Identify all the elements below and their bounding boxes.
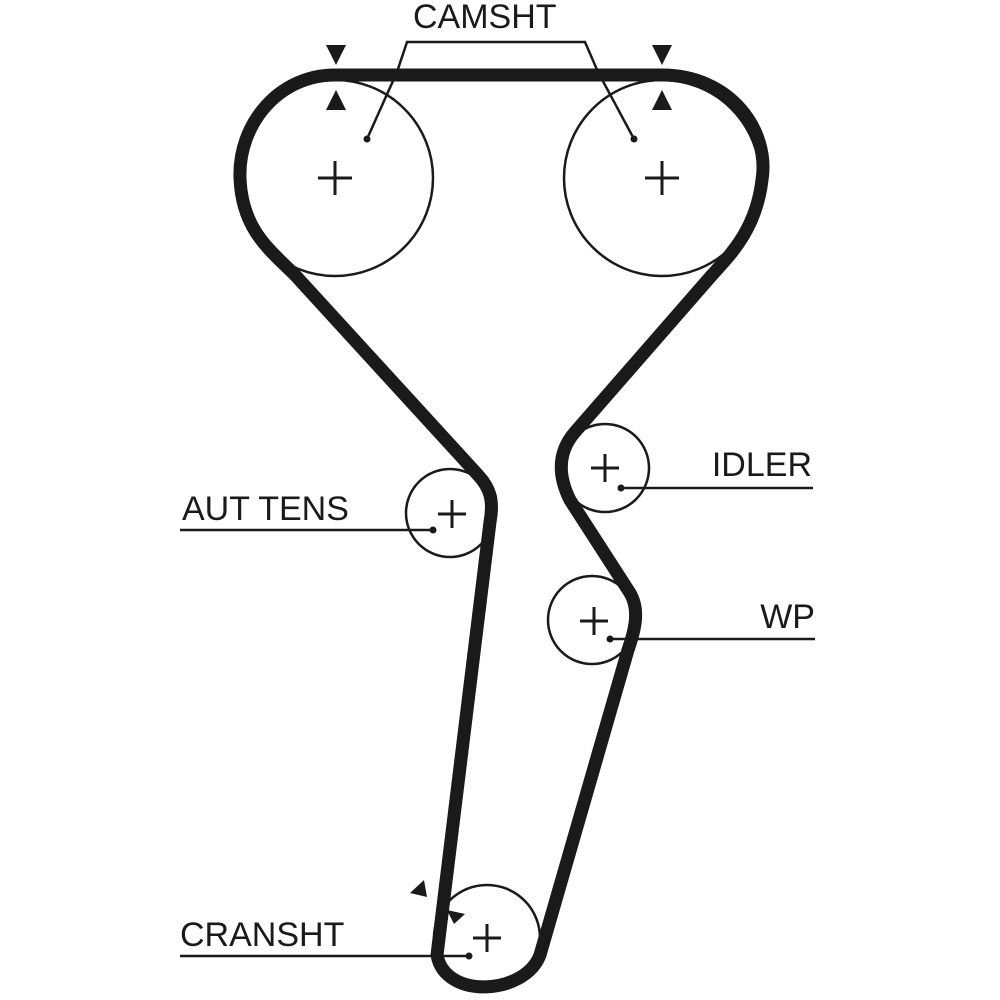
timing-mark-crankshaft-inner-icon (447, 910, 465, 924)
idler-label: IDLER (712, 446, 812, 484)
camshaft-right-center-icon (645, 161, 679, 195)
auto-tensioner-center-icon (438, 500, 466, 528)
crankshaft-leader (180, 952, 473, 960)
timing-mark-camshaft-right-bottom-icon (652, 90, 672, 110)
timing-mark-crankshaft-outer-icon (410, 880, 427, 897)
camshaft-left-center-icon (318, 161, 352, 195)
water-pump-center-icon (580, 607, 608, 635)
timing-belt (233, 68, 770, 994)
timing-mark-camshaft-left-top-icon (326, 45, 346, 65)
water-pump-label: WP (760, 598, 815, 636)
auto-tensioner-leader (180, 526, 437, 534)
crankshaft-label: CRANSHT (180, 916, 344, 954)
timing-mark-camshaft-left-bottom-icon (326, 90, 346, 110)
camshaft-leader (363, 40, 638, 143)
auto-tensioner-label: AUT TENS (182, 490, 349, 528)
water-pump-leader (606, 635, 815, 643)
idler-leader (617, 484, 813, 492)
timing-mark-camshaft-right-top-icon (652, 45, 672, 65)
camshaft-label: CAMSHT (413, 0, 557, 36)
crankshaft-center-icon (473, 924, 501, 952)
idler-center-icon (591, 454, 619, 482)
